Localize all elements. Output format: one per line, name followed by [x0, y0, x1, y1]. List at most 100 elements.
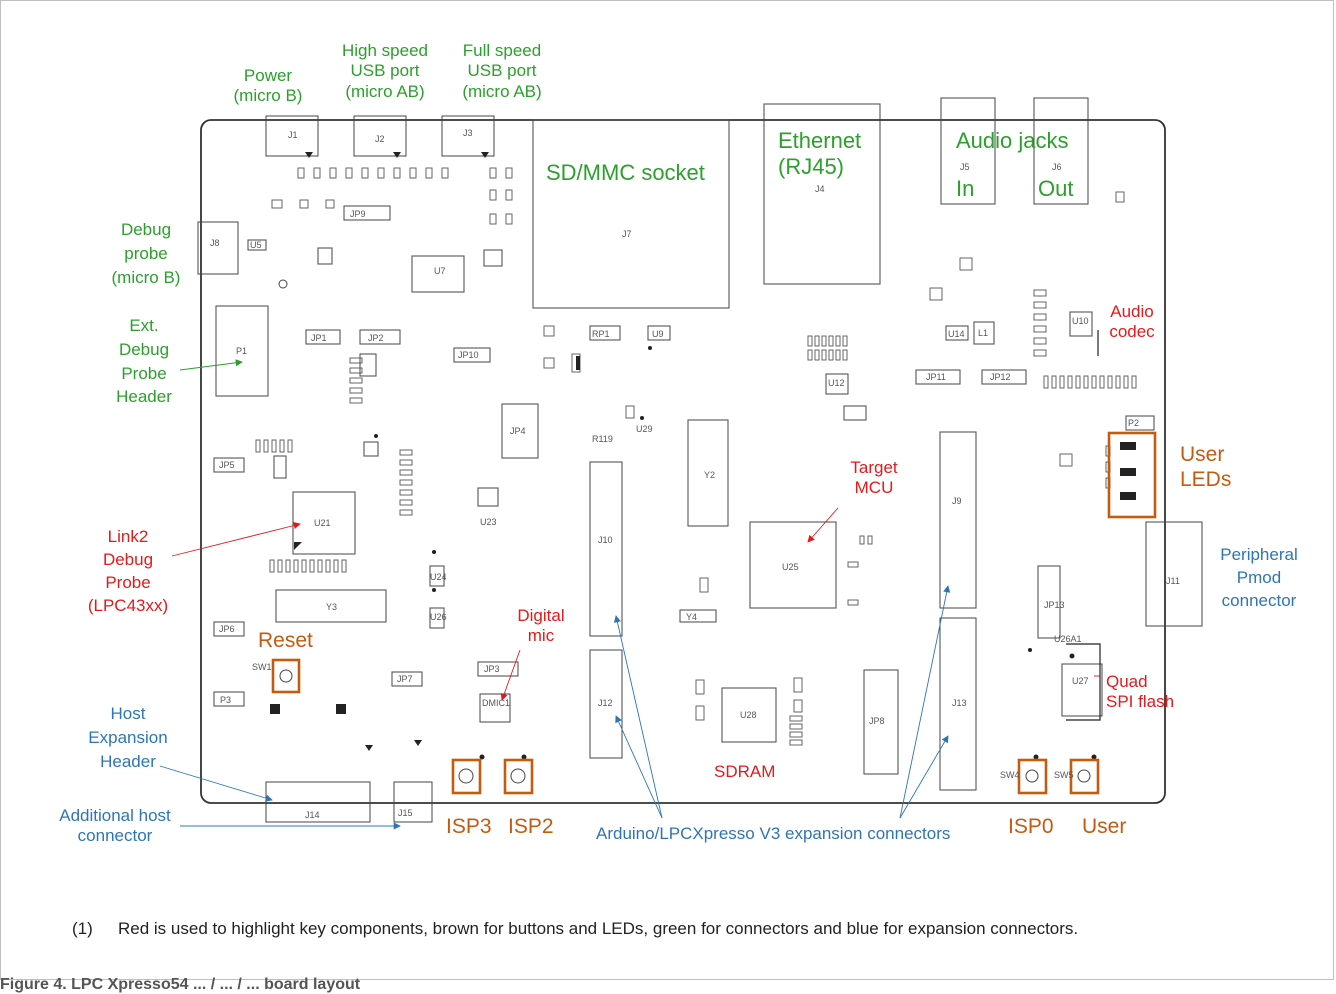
refdes-u9: U9 [652, 329, 664, 339]
ext-debug-label-line1: Ext. [129, 316, 159, 335]
host-exp-label-line2: Expansion [88, 727, 168, 747]
refdes-sw1: SW1 [252, 662, 272, 672]
refdes-u26: U26 [430, 612, 447, 622]
j1-connector [265, 115, 319, 157]
refdes-j7: J7 [622, 229, 632, 239]
refdes-j3: J3 [463, 128, 473, 138]
user-leds-highlight [1107, 431, 1157, 519]
debug-probe-label-line1: Debug [120, 220, 172, 239]
additional-host-label-line1: Additional host [59, 806, 171, 825]
pmod-label-line2: Pmod [1236, 567, 1282, 587]
refdes-u21: U21 [314, 518, 331, 528]
target-mcu-leader [807, 507, 839, 543]
link2-label-line2: Debug [102, 549, 154, 569]
refdes-j8: J8 [210, 238, 220, 248]
debug-probe-label-line2: probe [124, 243, 168, 263]
digital-mic-label-line1: Digital [517, 606, 565, 625]
refdes-jp4: JP4 [510, 426, 526, 436]
figure-caption: Figure 4. LPC Xpresso54 ... / ... / ... … [0, 976, 361, 993]
audio-codec-label: Audio codec [1100, 302, 1164, 343]
u21-chip [292, 491, 356, 555]
refdes-u27: U27 [1072, 676, 1089, 686]
arduino-leader-2 [615, 715, 663, 819]
ext-debug-label-line3: Probe [121, 363, 167, 383]
pmod-label-line1: Peripheral [1220, 545, 1298, 564]
link2-label-line3: Probe [105, 572, 151, 592]
refdes-j4: J4 [815, 184, 825, 194]
ethernet-label-line2: (RJ45) [778, 154, 845, 180]
hs-usb-label-line1: High speed [341, 41, 428, 60]
audio-jack-in [940, 97, 996, 205]
p1-header [215, 305, 269, 397]
fs-usb-label: Full speed USB port (micro AB) [450, 41, 554, 102]
audio-jacks-label: Audio jacks [956, 128, 1069, 153]
additional-host-label: Additional host connector [40, 806, 190, 847]
target-mcu-label-line2: MCU [854, 478, 894, 498]
refdes-jp2: JP2 [368, 333, 384, 343]
arduino-label: Arduino/LPCXpresso V3 expansion connecto… [596, 824, 951, 843]
j11-connector [1145, 521, 1203, 627]
host-exp-label: Host Expansion Header [86, 702, 170, 773]
refdes-u23: U23 [480, 517, 497, 527]
refdes-y4: Y4 [686, 612, 697, 622]
isp2-label: ISP2 [508, 815, 554, 838]
link2-label-line1: Link2 [107, 527, 149, 546]
u28-chip [721, 687, 777, 743]
power-label: Power (micro B) [232, 66, 304, 107]
fs-usb-label-line1: Full speed [462, 41, 542, 60]
j9-header [939, 431, 977, 609]
footnote-number: (1) [72, 919, 93, 938]
refdes-j2: J2 [375, 134, 385, 144]
u27-chip [1061, 663, 1103, 717]
hs-usb-label: High speed USB port (micro AB) [332, 41, 438, 102]
digital-mic-label-line2: mic [527, 626, 555, 646]
link2-label-line4: (LPC43xx) [87, 595, 169, 615]
arduino-leader-4 [899, 735, 949, 819]
user-button-label: User [1082, 815, 1127, 838]
refdes-j14: J14 [305, 810, 320, 820]
refdes-u14: U14 [948, 329, 965, 339]
refdes-jp9: JP9 [350, 209, 366, 219]
refdes-u25: U25 [782, 562, 799, 572]
audio-codec-label-line2: codec [1109, 322, 1155, 342]
refdes-rp1: RP1 [592, 329, 610, 339]
footnote-text: Red is used to highlight key components,… [118, 919, 1079, 938]
hs-usb-label-line3: (micro AB) [345, 81, 425, 101]
isp3-button-highlight [451, 758, 482, 795]
host-exp-label-line3: Header [100, 751, 156, 771]
ethernet-label: Ethernet (RJ45) [778, 128, 861, 181]
refdes-p1: P1 [236, 346, 247, 356]
host-exp-leader [159, 765, 273, 802]
refdes-u7: U7 [434, 266, 446, 276]
refdes-j13: J13 [952, 698, 967, 708]
user-leds-label-line2: LEDs [1180, 468, 1232, 492]
refdes-l1: L1 [978, 328, 988, 338]
j13-header [939, 617, 977, 791]
quad-spi-label: Quad SPI flash [1106, 672, 1174, 713]
power-label-line1: Power [243, 66, 293, 85]
spi-bracket [1066, 643, 1101, 721]
power-label-line2: (micro B) [233, 86, 303, 106]
refdes-r119: R119 [592, 434, 613, 444]
refdes-j11: J11 [1166, 576, 1180, 586]
refdes-u5: U5 [250, 240, 262, 250]
refdes-y2: Y2 [704, 470, 715, 480]
reset-label: Reset [258, 629, 313, 652]
debug-probe-label-line3: (micro B) [111, 267, 181, 287]
refdes-u29: U29 [636, 424, 653, 434]
j15-connector [393, 781, 433, 823]
refdes-y3: Y3 [326, 602, 337, 612]
jp13-jumper [1037, 565, 1061, 639]
hs-usb-label-line2: USB port [350, 61, 420, 81]
refdes-jp13: JP13 [1044, 600, 1065, 610]
audio-out-label: Out [1038, 176, 1074, 201]
pcb-outline [200, 119, 1166, 804]
refdes-p3: P3 [220, 695, 231, 705]
link2-label: Link2 Debug Probe (LPC43xx) [76, 526, 180, 618]
refdes-j15: J15 [398, 808, 413, 818]
isp0-button-highlight [1017, 758, 1048, 795]
y3-crystal [275, 589, 387, 623]
refdes-j1: J1 [288, 130, 298, 140]
digital-mic-leader [500, 649, 521, 701]
